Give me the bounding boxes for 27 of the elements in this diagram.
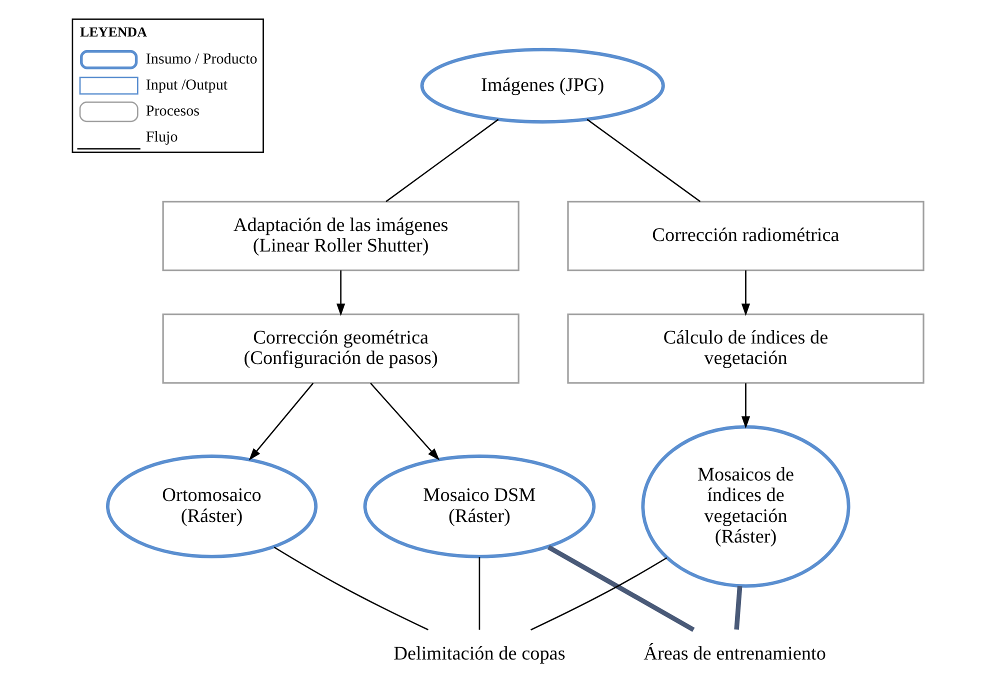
legend-label: Insumo / Producto [145, 51, 257, 68]
label: LEYENDA [80, 24, 147, 40]
arrow [336, 270, 345, 316]
node-ellipse: Imágenes (JPG) [420, 48, 664, 124]
arrow [740, 383, 750, 429]
connector [586, 118, 700, 202]
connector [478, 557, 480, 630]
connector [273, 546, 428, 630]
node-box: Corrección radiométrica [566, 200, 924, 272]
node-ellipse: Ortomosaico (Ráster) [106, 454, 318, 558]
connector [734, 586, 742, 630]
connector [385, 118, 498, 202]
node-box: Adaptación de las imágenes (Linear Roller Shutter) [162, 200, 519, 272]
node-box: Corrección geométrica (Configuración de pasos) [162, 313, 519, 384]
arrow [740, 270, 750, 316]
legend-label: Procesos [145, 104, 200, 120]
legend-label: Flujo [145, 130, 178, 146]
connector [530, 557, 667, 630]
node-text: Delimitación de copas [393, 644, 565, 665]
node-box: Cálculo de índices de vegetación [566, 313, 924, 384]
node-ellipse: Mosaico DSM (Ráster) [362, 454, 596, 558]
legend-label: Input /Output [145, 78, 228, 94]
arrow [248, 382, 314, 460]
connector [546, 545, 694, 632]
node-ellipse: Mosaicos de índices de vegetación (Ráster) [640, 425, 850, 588]
arrow [370, 382, 440, 460]
node-text: Áreas de entrenamiento [643, 644, 826, 665]
